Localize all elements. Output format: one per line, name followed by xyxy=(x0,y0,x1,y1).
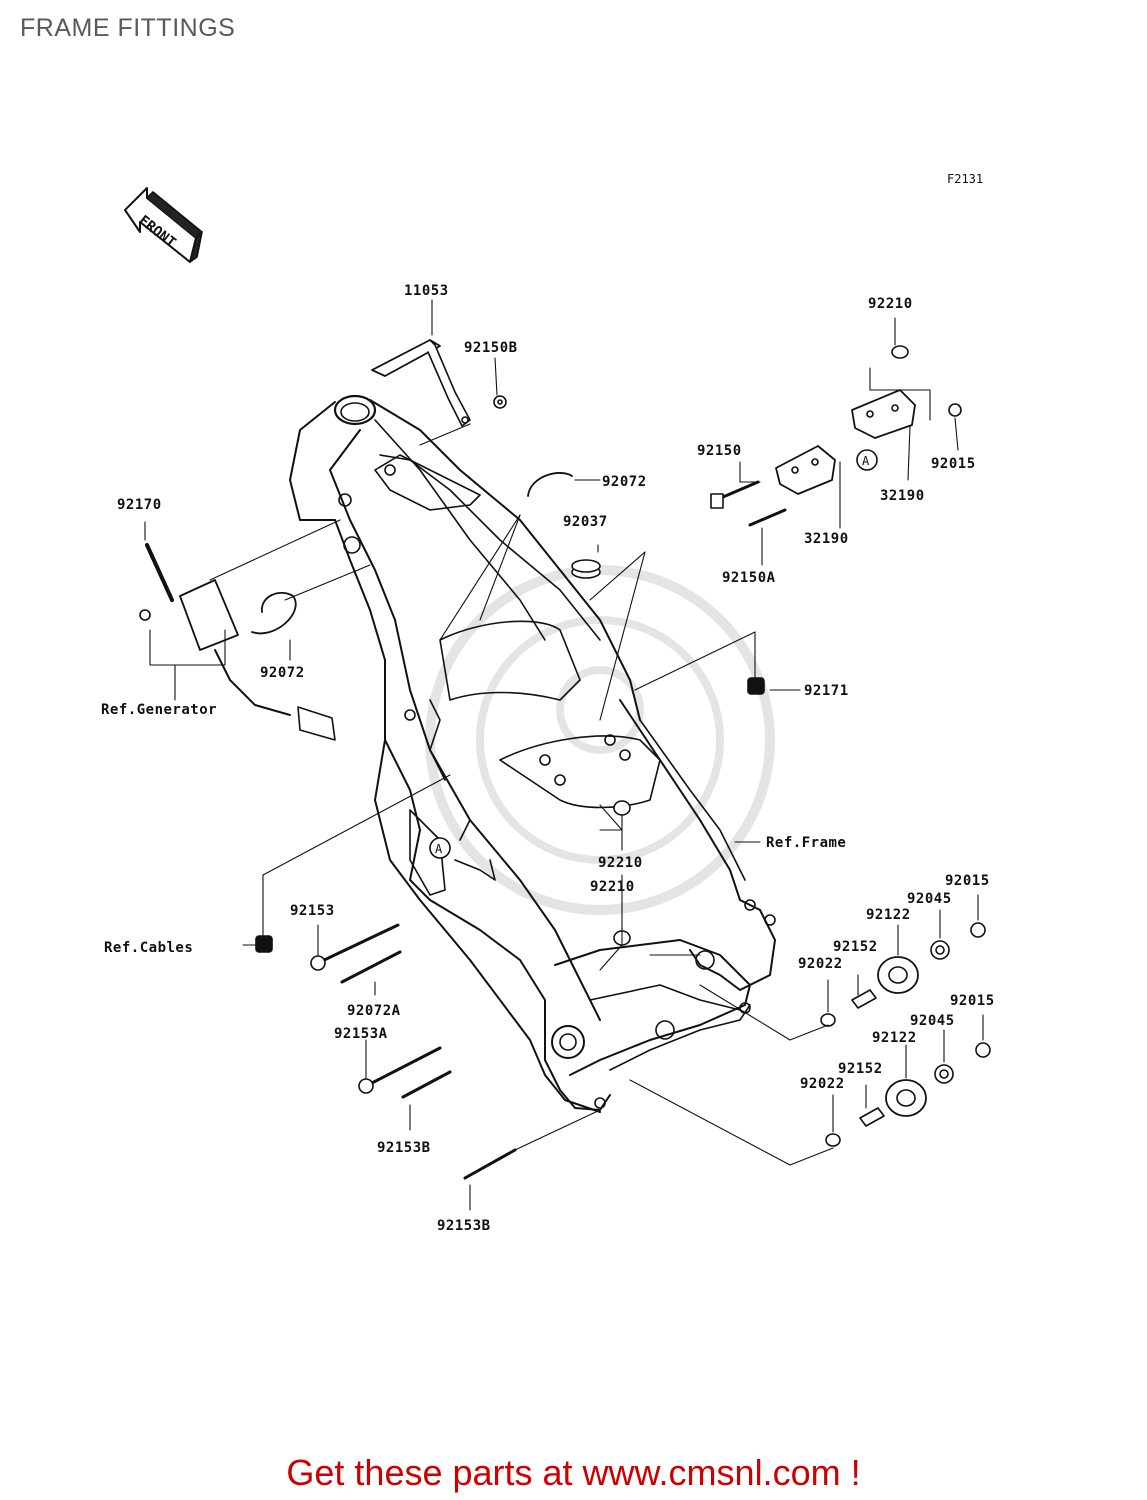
svg-text:A: A xyxy=(862,454,870,468)
page-title: FRAME FITTINGS xyxy=(20,14,236,42)
label-92045-r1[interactable]: 92045 xyxy=(907,891,952,907)
label-11053[interactable]: 11053 xyxy=(404,283,449,299)
part-92150B-bolt xyxy=(493,395,507,409)
callout-a-1: A xyxy=(856,449,878,471)
part-92153B-bolt-1 xyxy=(401,1070,452,1099)
part-92171-clip xyxy=(747,677,765,695)
label-92150[interactable]: 92150 xyxy=(697,443,742,459)
part-92153-bolt xyxy=(310,923,400,971)
label-92150A[interactable]: 92150A xyxy=(722,570,776,586)
label-92153B-1[interactable]: 92153B xyxy=(377,1140,431,1156)
label-92152-r2[interactable]: 92152 xyxy=(838,1061,883,1077)
ref-generator-label[interactable]: Ref.Generator xyxy=(101,702,218,718)
label-92152-r1[interactable]: 92152 xyxy=(833,939,878,955)
part-92072A-stud xyxy=(340,950,402,984)
part-row1-pivot-set xyxy=(820,922,986,1027)
label-92015-top[interactable]: 92015 xyxy=(931,456,976,472)
callout-a-2: A xyxy=(429,837,451,859)
part-32190-brackets xyxy=(710,345,962,527)
label-92015-r1[interactable]: 92015 xyxy=(945,873,990,889)
part-92037-clamp xyxy=(571,559,601,579)
label-92153B-2[interactable]: 92153B xyxy=(437,1218,491,1234)
label-92210-mid1[interactable]: 92210 xyxy=(598,855,643,871)
ref-frame-label[interactable]: Ref.Frame xyxy=(766,835,847,851)
motorcycle-frame xyxy=(289,394,776,1113)
frame-diagram: FRONT xyxy=(124,187,991,1211)
label-92022-r1[interactable]: 92022 xyxy=(798,956,843,972)
label-92210-mid2[interactable]: 92210 xyxy=(590,879,635,895)
label-92170[interactable]: 92170 xyxy=(117,497,162,513)
label-92022-r2[interactable]: 92022 xyxy=(800,1076,845,1092)
ref-cables-label[interactable]: Ref.Cables xyxy=(104,940,194,956)
part-92153B-bolt-2 xyxy=(463,1148,517,1180)
label-92210-top[interactable]: 92210 xyxy=(868,296,913,312)
label-92150B[interactable]: 92150B xyxy=(464,340,518,356)
part-92072-band-top xyxy=(527,472,573,497)
label-32190-a[interactable]: 32190 xyxy=(880,488,925,504)
label-92122-r1[interactable]: 92122 xyxy=(866,907,911,923)
label-92153A[interactable]: 92153A xyxy=(334,1026,388,1042)
label-92037[interactable]: 92037 xyxy=(563,514,608,530)
label-92015-r2[interactable]: 92015 xyxy=(950,993,995,1009)
part-row2-pivot-set xyxy=(825,1042,991,1147)
ref-cables-clip xyxy=(255,935,273,953)
leader-lines xyxy=(144,299,984,1211)
label-92171[interactable]: 92171 xyxy=(804,683,849,699)
part-92210-collar-1 xyxy=(613,800,631,816)
part-92153A-bolt xyxy=(358,1046,442,1094)
front-arrow-icon: FRONT xyxy=(124,187,203,263)
part-92072-band-left xyxy=(251,591,297,635)
part-11053-bracket xyxy=(371,339,471,427)
label-92122-r2[interactable]: 92122 xyxy=(872,1030,917,1046)
label-92072A[interactable]: 92072A xyxy=(347,1003,401,1019)
label-92072-left[interactable]: 92072 xyxy=(260,665,305,681)
label-92153[interactable]: 92153 xyxy=(290,903,335,919)
label-92072-top[interactable]: 92072 xyxy=(602,474,647,490)
label-32190-b[interactable]: 32190 xyxy=(804,531,849,547)
label-92045-r2[interactable]: 92045 xyxy=(910,1013,955,1029)
part-92170-stud xyxy=(139,543,336,741)
svg-text:A: A xyxy=(435,842,443,856)
figure-code: F2131 xyxy=(947,172,984,186)
footer-cta-link[interactable]: Get these parts at www.cmsnl.com ! xyxy=(286,1452,861,1493)
